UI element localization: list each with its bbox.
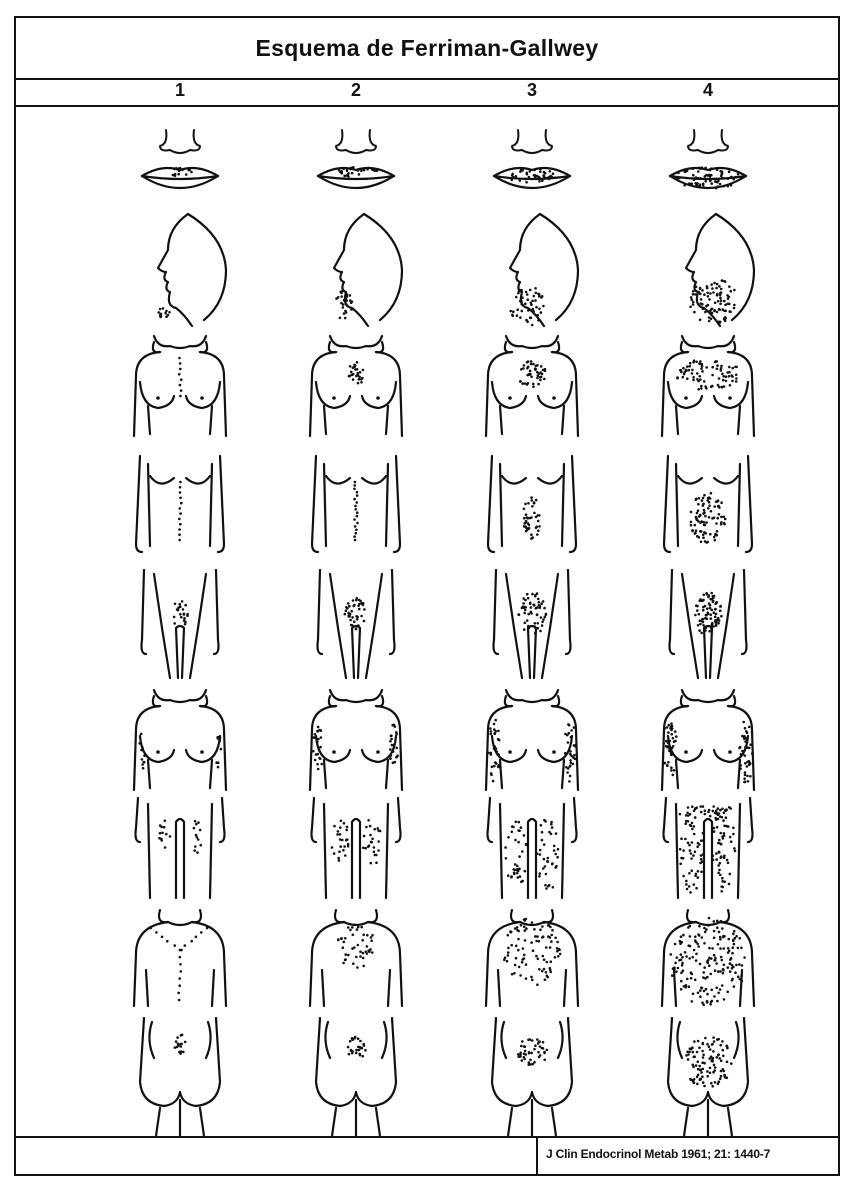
lower-back-figure-1: [140, 1018, 220, 1136]
thigh-figure-4: [664, 798, 753, 898]
upper-arm-figure-1: [134, 690, 226, 790]
hair-dots: [519, 360, 546, 388]
hair-dots: [331, 820, 350, 862]
lower-back-figure-2: [316, 1018, 396, 1136]
upper-arm-figure-4: [662, 690, 754, 790]
upper-lip-figure-1: [142, 130, 218, 188]
hair-dots: [348, 361, 365, 384]
hair-dots: [690, 492, 727, 544]
hair-dots: [178, 481, 183, 542]
upper-arm-figure-2: [310, 690, 402, 790]
hair-dots: [685, 1036, 732, 1087]
chin-figure-3: [509, 214, 578, 326]
chin-figure-2: [334, 214, 402, 326]
hair-dots: [177, 949, 182, 1002]
hair-dots: [536, 819, 559, 890]
upper-lip-figure-2: [318, 130, 394, 188]
ferriman-gallwey-chart: Esquema de Ferriman-Gallwey 1 2 3 4 J Cl…: [14, 16, 840, 1176]
upper-abdomen-figure-2: [312, 456, 400, 552]
hair-dots: [337, 924, 374, 969]
hair-dots: [517, 1038, 548, 1066]
body-diagram-grid: [16, 18, 838, 1174]
hair-dots: [174, 1034, 187, 1055]
thigh-figure-1: [136, 798, 225, 898]
hair-dots: [679, 805, 705, 893]
hair-dots: [157, 307, 170, 318]
chin-figure-4: [686, 214, 754, 326]
hair-dots: [503, 918, 562, 986]
thigh-figure-2: [312, 798, 401, 898]
hair-dots: [178, 357, 183, 398]
hair-dots: [389, 724, 399, 765]
score-column-2: [310, 130, 402, 1136]
hair-dots: [670, 917, 746, 1006]
upper-lip-figure-3: [494, 130, 570, 188]
hair-dots: [173, 600, 189, 625]
hair-dots: [179, 927, 209, 952]
hair-dots: [676, 359, 738, 390]
upper-arm-figure-3: [486, 690, 578, 790]
hair-dots: [694, 592, 723, 635]
hair-dots: [679, 805, 732, 821]
score-column-4: [662, 130, 754, 1136]
chest-figure-3: [486, 336, 578, 436]
hair-dots: [335, 290, 353, 320]
footer-divider: [536, 1138, 538, 1174]
lower-back-figure-3: [492, 1018, 572, 1136]
upper-back-figure-2: [310, 910, 402, 1006]
lower-abdomen-figure-3: [494, 570, 571, 678]
score-column-1: [134, 130, 226, 1136]
chest-figure-2: [310, 336, 402, 436]
footer-bar: J Clin Endocrinol Metab 1961; 21: 1440-7: [16, 1136, 838, 1174]
upper-back-figure-1: [134, 910, 226, 1006]
chin-figure-1: [157, 214, 226, 326]
hair-dots: [510, 167, 556, 183]
lower-abdomen-figure-1: [142, 570, 219, 678]
lower-back-figure-4: [668, 1018, 748, 1136]
hair-dots: [712, 809, 737, 893]
hair-dots: [353, 481, 359, 542]
lower-abdomen-figure-4: [670, 570, 747, 678]
hair-dots: [523, 496, 541, 540]
upper-back-figure-3: [486, 910, 578, 1006]
hair-dots: [517, 592, 547, 634]
lower-abdomen-figure-2: [318, 570, 395, 678]
score-column-3: [486, 130, 578, 1136]
upper-abdomen-figure-4: [664, 456, 752, 552]
hair-dots: [362, 819, 381, 864]
chest-figure-1: [134, 336, 226, 436]
hair-dots: [193, 820, 202, 854]
hair-dots: [158, 819, 171, 848]
hair-dots: [347, 1036, 367, 1058]
upper-abdomen-figure-1: [136, 456, 224, 552]
upper-abdomen-figure-3: [488, 456, 576, 552]
hair-dots: [149, 927, 182, 952]
chest-figure-4: [662, 336, 754, 436]
hair-dots: [504, 821, 527, 884]
upper-back-figure-4: [662, 910, 754, 1006]
citation: J Clin Endocrinol Metab 1961; 21: 1440-7: [546, 1147, 770, 1161]
thigh-figure-3: [488, 798, 577, 898]
upper-lip-figure-4: [670, 130, 746, 189]
